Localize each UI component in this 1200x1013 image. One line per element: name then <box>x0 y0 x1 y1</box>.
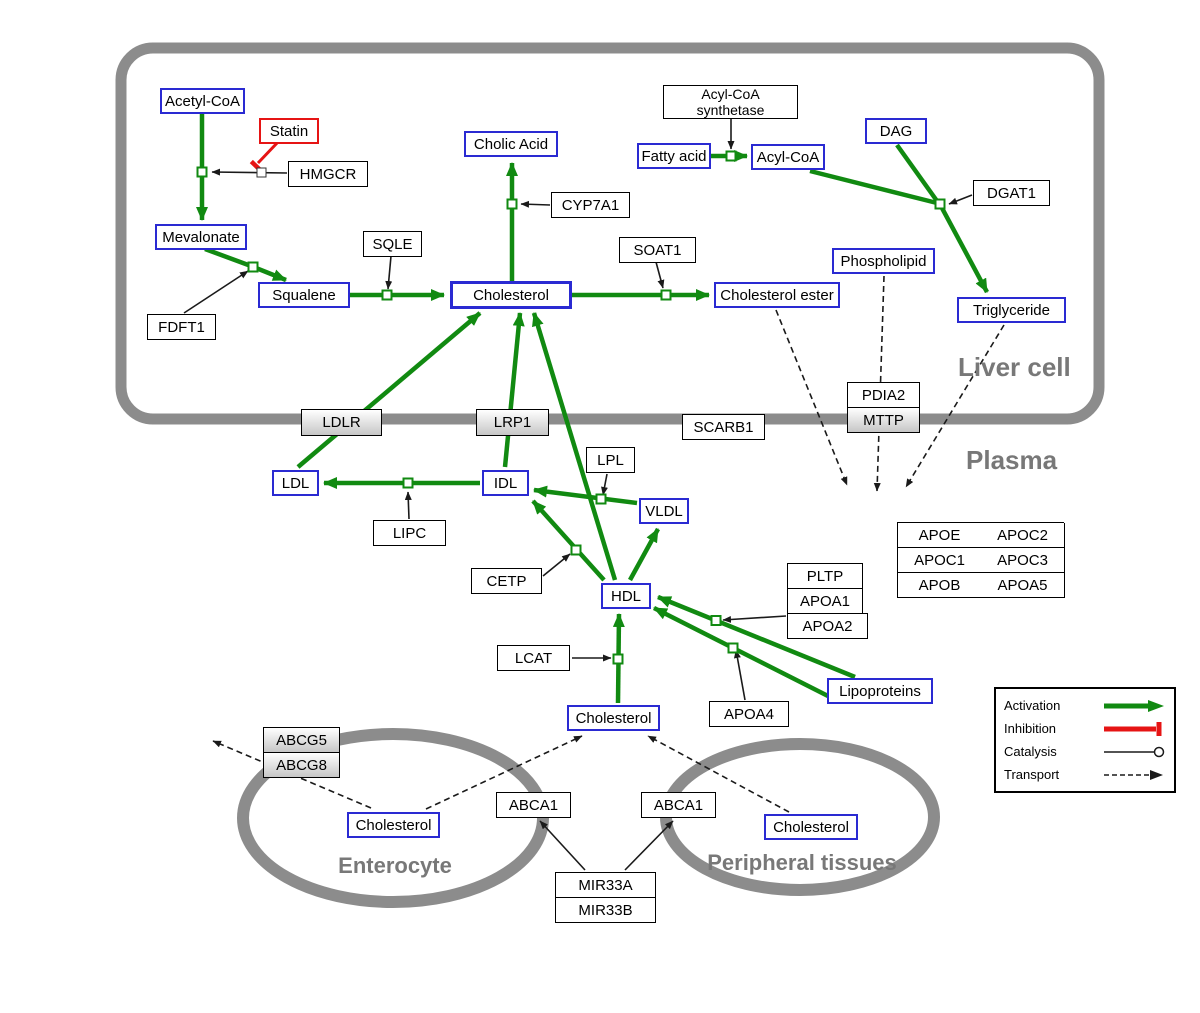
enterocyte-label: Enterocyte <box>338 853 452 878</box>
apo-cell[interactable]: APOC2 <box>981 523 1065 548</box>
node-soat1[interactable]: SOAT1 <box>619 237 696 263</box>
node-lrp1[interactable]: LRP1 <box>476 409 549 436</box>
node-abcg5[interactable]: ABCG5 <box>263 727 340 753</box>
legend-row-activation: Activation <box>1004 694 1166 717</box>
catalysis-edges <box>183 119 973 871</box>
node-mir33b[interactable]: MIR33B <box>555 897 656 923</box>
liver-cell-label: Liver cell <box>958 352 1071 382</box>
node-abca1-left[interactable]: ABCA1 <box>496 792 571 818</box>
node-pdia2[interactable]: PDIA2 <box>847 382 920 408</box>
node-sqle[interactable]: SQLE <box>363 231 422 257</box>
legend-inhibition-label: Inhibition <box>1004 721 1057 736</box>
plasma-label: Plasma <box>966 445 1058 475</box>
legend-activation-label: Activation <box>1004 698 1061 713</box>
node-apoa4[interactable]: APOA4 <box>709 701 789 727</box>
node-hdl[interactable]: HDL <box>601 583 651 609</box>
node-hmgcr[interactable]: HMGCR <box>288 161 368 187</box>
legend-catalysis-label: Catalysis <box>1004 744 1057 759</box>
node-idl[interactable]: IDL <box>482 470 529 496</box>
apo-cell[interactable]: APOE <box>898 523 982 548</box>
node-phospholipid[interactable]: Phospholipid <box>832 248 935 274</box>
activation-edges <box>196 113 989 704</box>
reaction-nodes <box>196 150 946 665</box>
region-outlines <box>115 42 1105 908</box>
transport-dashed-arrow-icon <box>1104 769 1163 780</box>
node-cholic-acid[interactable]: Cholic Acid <box>464 131 558 157</box>
node-scarb1[interactable]: SCARB1 <box>682 414 765 440</box>
activation-arrow-icon <box>1104 699 1164 712</box>
peripheral-tissues-label: Peripheral tissues <box>707 850 897 875</box>
legend-row-catalysis: Catalysis <box>1004 740 1166 763</box>
node-cetp[interactable]: CETP <box>471 568 542 594</box>
node-acyl-coa[interactable]: Acyl-CoA <box>751 144 825 170</box>
node-lipc[interactable]: LIPC <box>373 520 446 546</box>
apo-cell[interactable]: APOC1 <box>898 548 982 573</box>
enterocyte-outline <box>237 728 549 908</box>
node-pltp[interactable]: PLTP <box>787 563 863 589</box>
node-cholesterol-liver[interactable]: Cholesterol <box>450 281 572 309</box>
legend-row-transport: Transport <box>1004 763 1166 786</box>
inhibition-tbar-icon <box>1104 721 1162 736</box>
node-abcg8[interactable]: ABCG8 <box>263 752 340 778</box>
node-triglyceride[interactable]: Triglyceride <box>957 297 1066 323</box>
liver-cell-outline <box>115 42 1105 425</box>
node-lcat[interactable]: LCAT <box>497 645 570 671</box>
node-mevalonate[interactable]: Mevalonate <box>155 224 247 250</box>
node-fatty-acid[interactable]: Fatty acid <box>637 143 711 169</box>
node-statin[interactable]: Statin <box>259 118 319 144</box>
apolipoprotein-table: APOE APOC2 APOC1 APOC3 APOB APOA5 <box>897 522 1065 598</box>
apo-cell[interactable]: APOA5 <box>981 573 1065 598</box>
node-apoa2[interactable]: APOA2 <box>787 613 868 639</box>
inhibition-edge <box>249 140 280 173</box>
node-mttp[interactable]: MTTP <box>847 407 920 433</box>
node-cholesterol-ester[interactable]: Cholesterol ester <box>714 282 840 308</box>
node-squalene[interactable]: Squalene <box>258 282 350 308</box>
node-apoa1[interactable]: APOA1 <box>787 588 863 614</box>
node-dag[interactable]: DAG <box>865 118 927 144</box>
node-acetyl-coa[interactable]: Acetyl-CoA <box>160 88 245 114</box>
apo-cell[interactable]: APOC3 <box>981 548 1065 573</box>
node-fdft1[interactable]: FDFT1 <box>147 314 216 340</box>
node-cholesterol-peripheral[interactable]: Cholesterol <box>764 814 858 840</box>
node-ldl[interactable]: LDL <box>272 470 319 496</box>
node-lpl[interactable]: LPL <box>586 447 635 473</box>
node-vldl[interactable]: VLDL <box>639 498 689 524</box>
node-cholesterol-plasma[interactable]: Cholesterol <box>567 705 660 731</box>
apo-cell[interactable]: APOB <box>898 573 982 598</box>
catalysis-circle-icon <box>1104 746 1165 757</box>
node-cholesterol-enterocyte[interactable]: Cholesterol <box>347 812 440 838</box>
node-lipoproteins[interactable]: Lipoproteins <box>827 678 933 704</box>
node-ldlr[interactable]: LDLR <box>301 409 382 436</box>
node-cyp7a1[interactable]: CYP7A1 <box>551 192 630 218</box>
node-dgat1[interactable]: DGAT1 <box>973 180 1050 206</box>
legend-transport-label: Transport <box>1004 767 1060 782</box>
node-abca1-right[interactable]: ABCA1 <box>641 792 716 818</box>
legend: Activation Inhibition Catalysis Transpor… <box>994 687 1176 793</box>
node-mir33a[interactable]: MIR33A <box>555 872 656 898</box>
node-acyl-coa-synthetase[interactable]: Acyl-CoA synthetase <box>663 85 798 119</box>
legend-row-inhibition: Inhibition <box>1004 717 1166 740</box>
